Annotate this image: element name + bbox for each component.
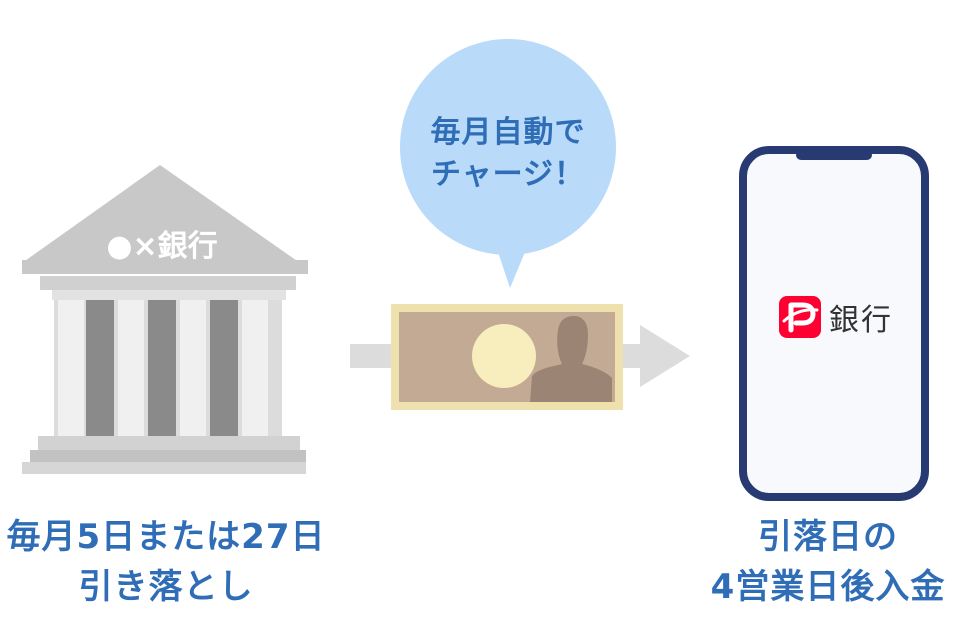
phone-app-label: 銀行 (779, 296, 893, 338)
bubble-text: 毎月自動で チャージ！ (400, 112, 616, 196)
phone-caption-line-1: 引落日の (758, 517, 898, 557)
bank-name: ●×銀行 (106, 229, 217, 264)
phone-caption-line-2: 4営業日後入金 (710, 567, 946, 607)
bubble-line-2: チャージ！ (430, 157, 586, 192)
speech-bubble (400, 39, 616, 288)
bank-building (22, 165, 308, 474)
phone-app-name: 銀行 (829, 303, 893, 338)
bubble-line-1: 毎月自動で (430, 115, 586, 150)
paypay-logo-icon (779, 296, 821, 338)
bank-caption-line-1: 毎月5日または27日 (6, 517, 326, 557)
phone-icon (739, 146, 929, 501)
phone-caption: 引落日の 4営業日後入金 (700, 512, 956, 612)
bank-caption-line-2: 引き落とし (78, 567, 254, 607)
bank-caption: 毎月5日または27日 引き落とし (0, 512, 332, 612)
banknote-icon (391, 304, 623, 410)
